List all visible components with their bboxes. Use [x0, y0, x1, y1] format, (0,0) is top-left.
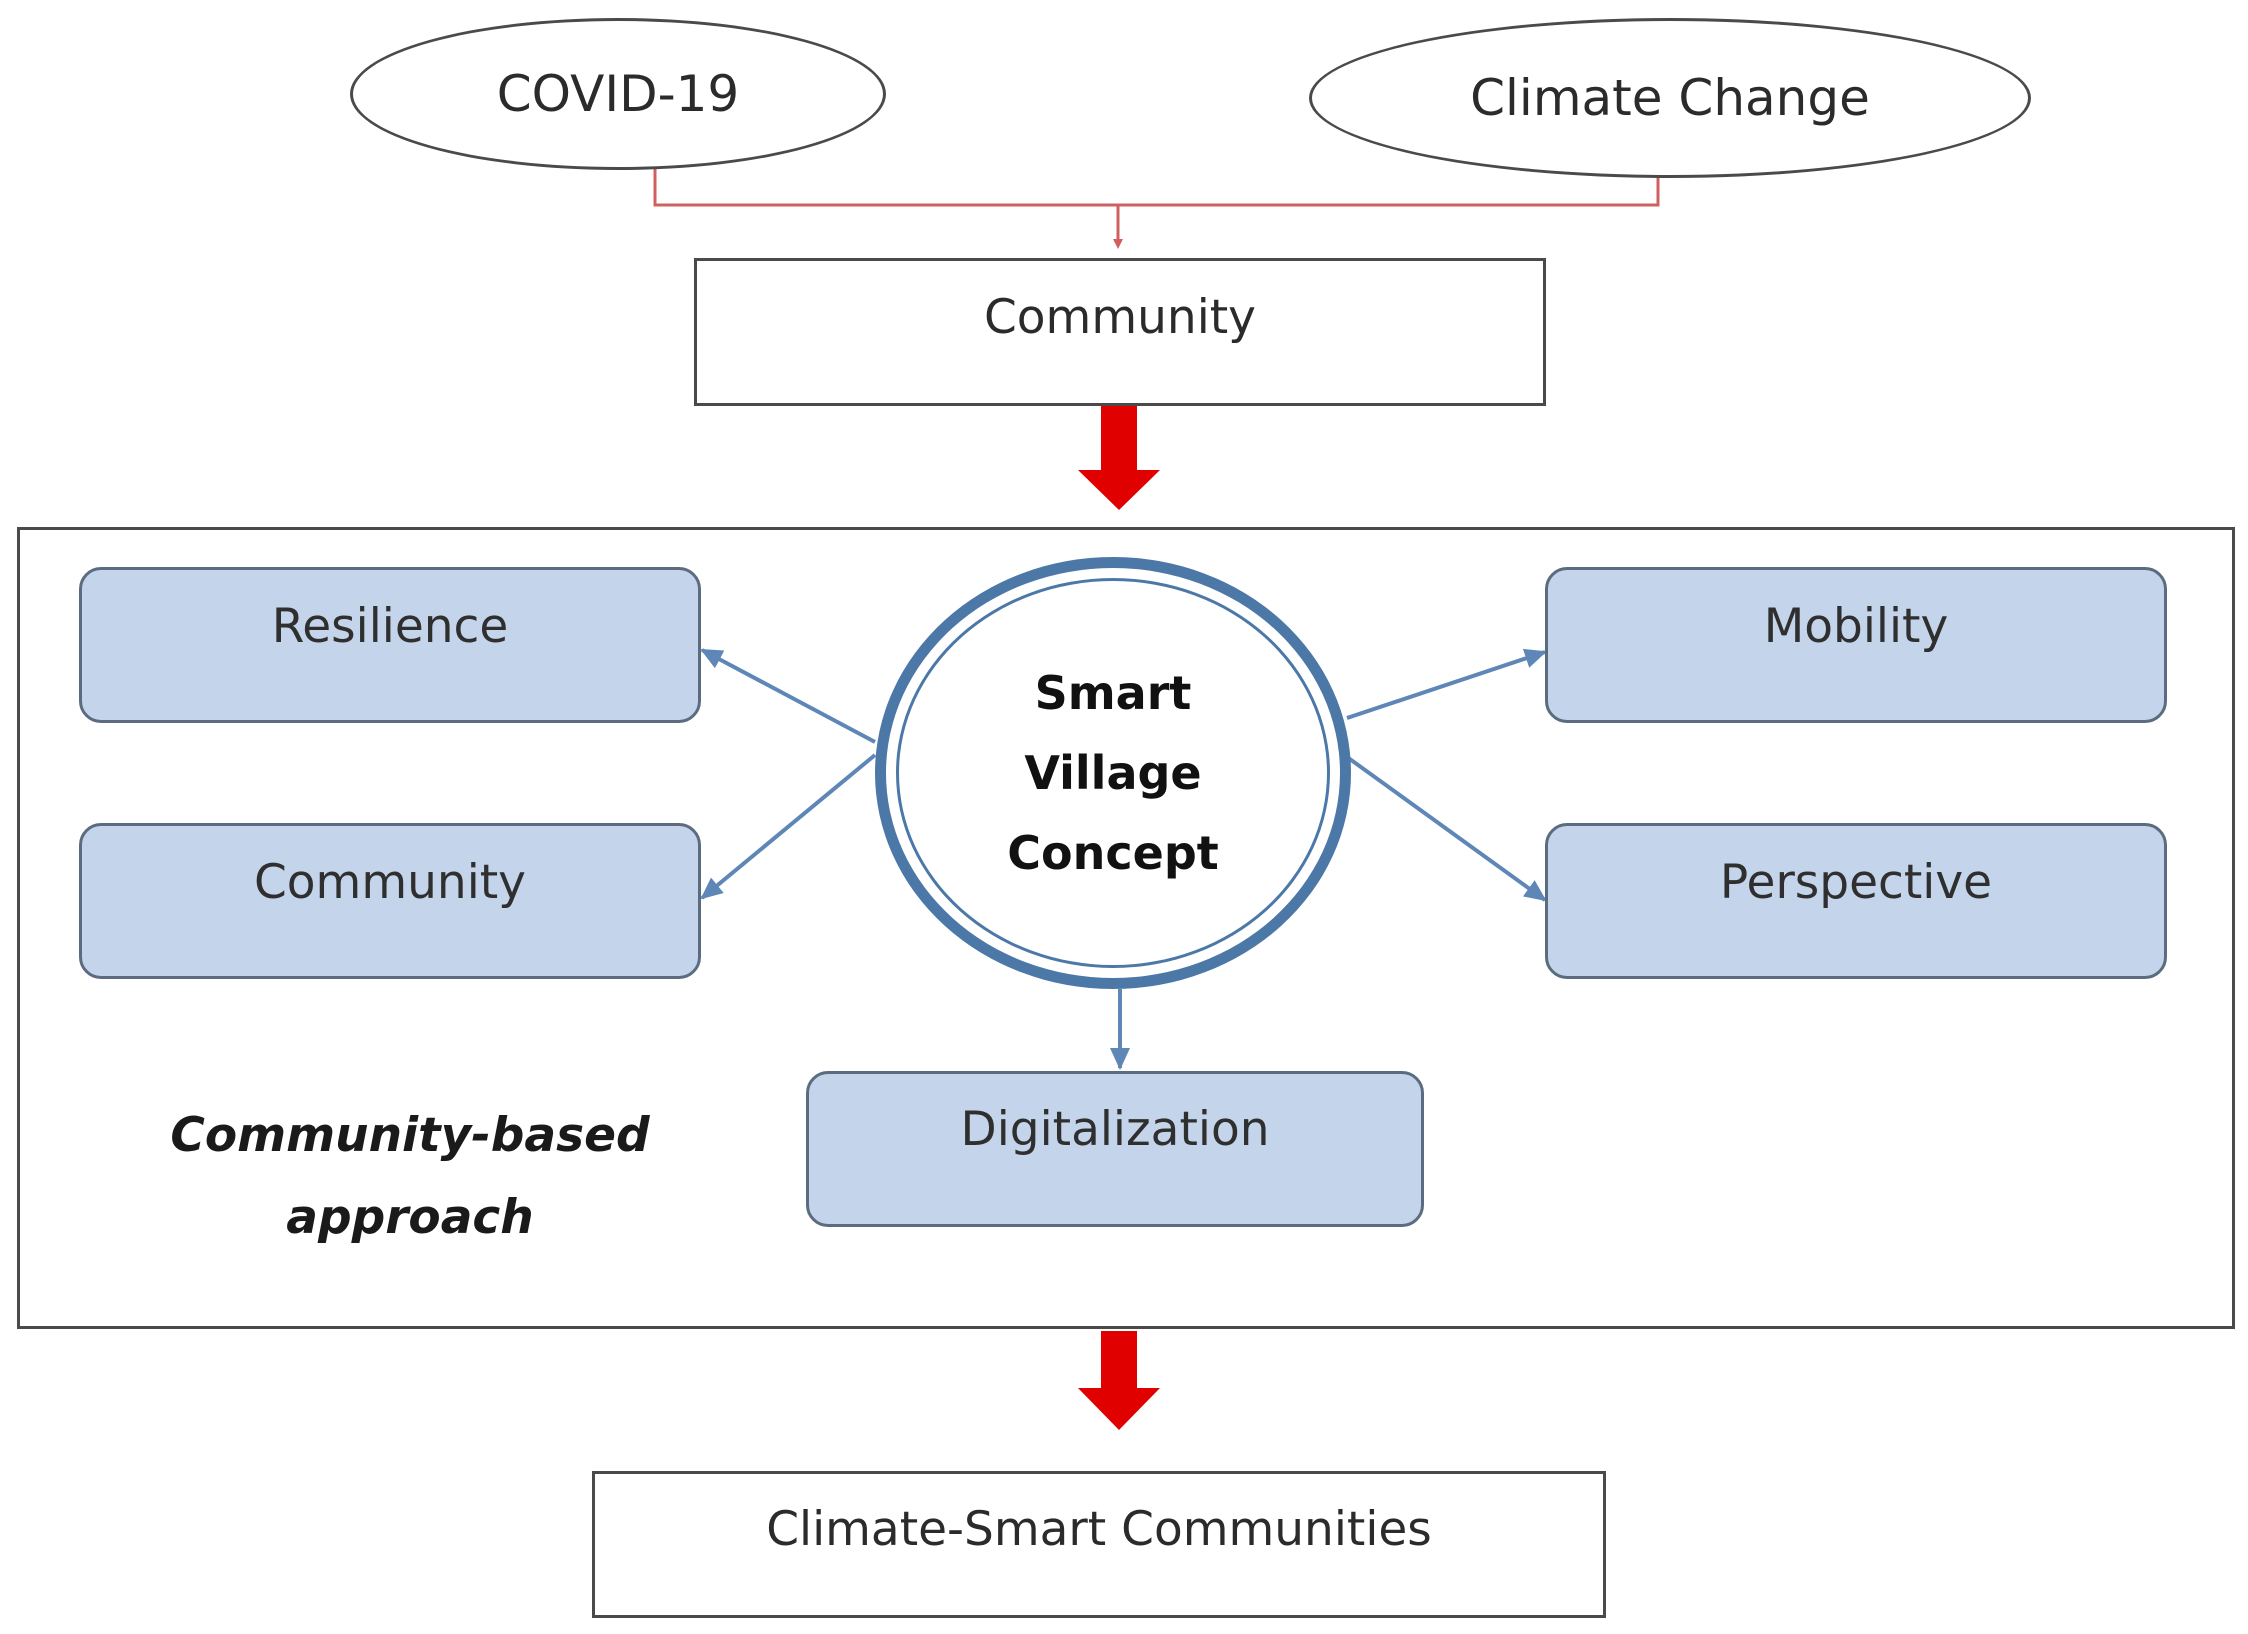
covid-ellipse: COVID-19 [350, 18, 886, 170]
mobility-label: Mobility [1763, 598, 1949, 654]
center-line-1: Smart [1034, 666, 1192, 720]
smart-village-concept-circle: Smart Village Concept [875, 557, 1351, 989]
center-line-2: Village [1024, 746, 1202, 800]
mobility-box: Mobility [1545, 567, 2167, 723]
big-arrow-down-2 [1078, 1331, 1160, 1430]
resilience-label: Resilience [271, 598, 509, 654]
community-component-box: Community [79, 823, 701, 979]
perspective-label: Perspective [1719, 854, 1993, 910]
digitalization-box: Digitalization [806, 1071, 1424, 1227]
resilience-box: Resilience [79, 567, 701, 723]
merge-connector [653, 168, 1660, 249]
community-box-label: Community [983, 289, 1257, 345]
big-arrow-down-1 [1078, 404, 1160, 510]
approach-line-2: approach [286, 1190, 534, 1245]
community-component-label: Community [253, 854, 527, 910]
climate-smart-communities-box: Climate-Smart Communities [592, 1471, 1606, 1618]
approach-line-1: Community-based [170, 1108, 650, 1163]
climate-change-label: Climate Change [1470, 69, 1870, 127]
center-line-3: Concept [1007, 826, 1219, 880]
covid-label: COVID-19 [496, 65, 740, 123]
community-box: Community [694, 258, 1546, 406]
perspective-box: Perspective [1545, 823, 2167, 979]
approach-note: Community-based approach [160, 1095, 660, 1259]
climate-change-ellipse: Climate Change [1309, 18, 2031, 178]
smart-village-concept-inner-ring: Smart Village Concept [896, 578, 1330, 968]
digitalization-label: Digitalization [960, 1101, 1270, 1157]
climate-smart-communities-label: Climate-Smart Communities [766, 1502, 1432, 1557]
